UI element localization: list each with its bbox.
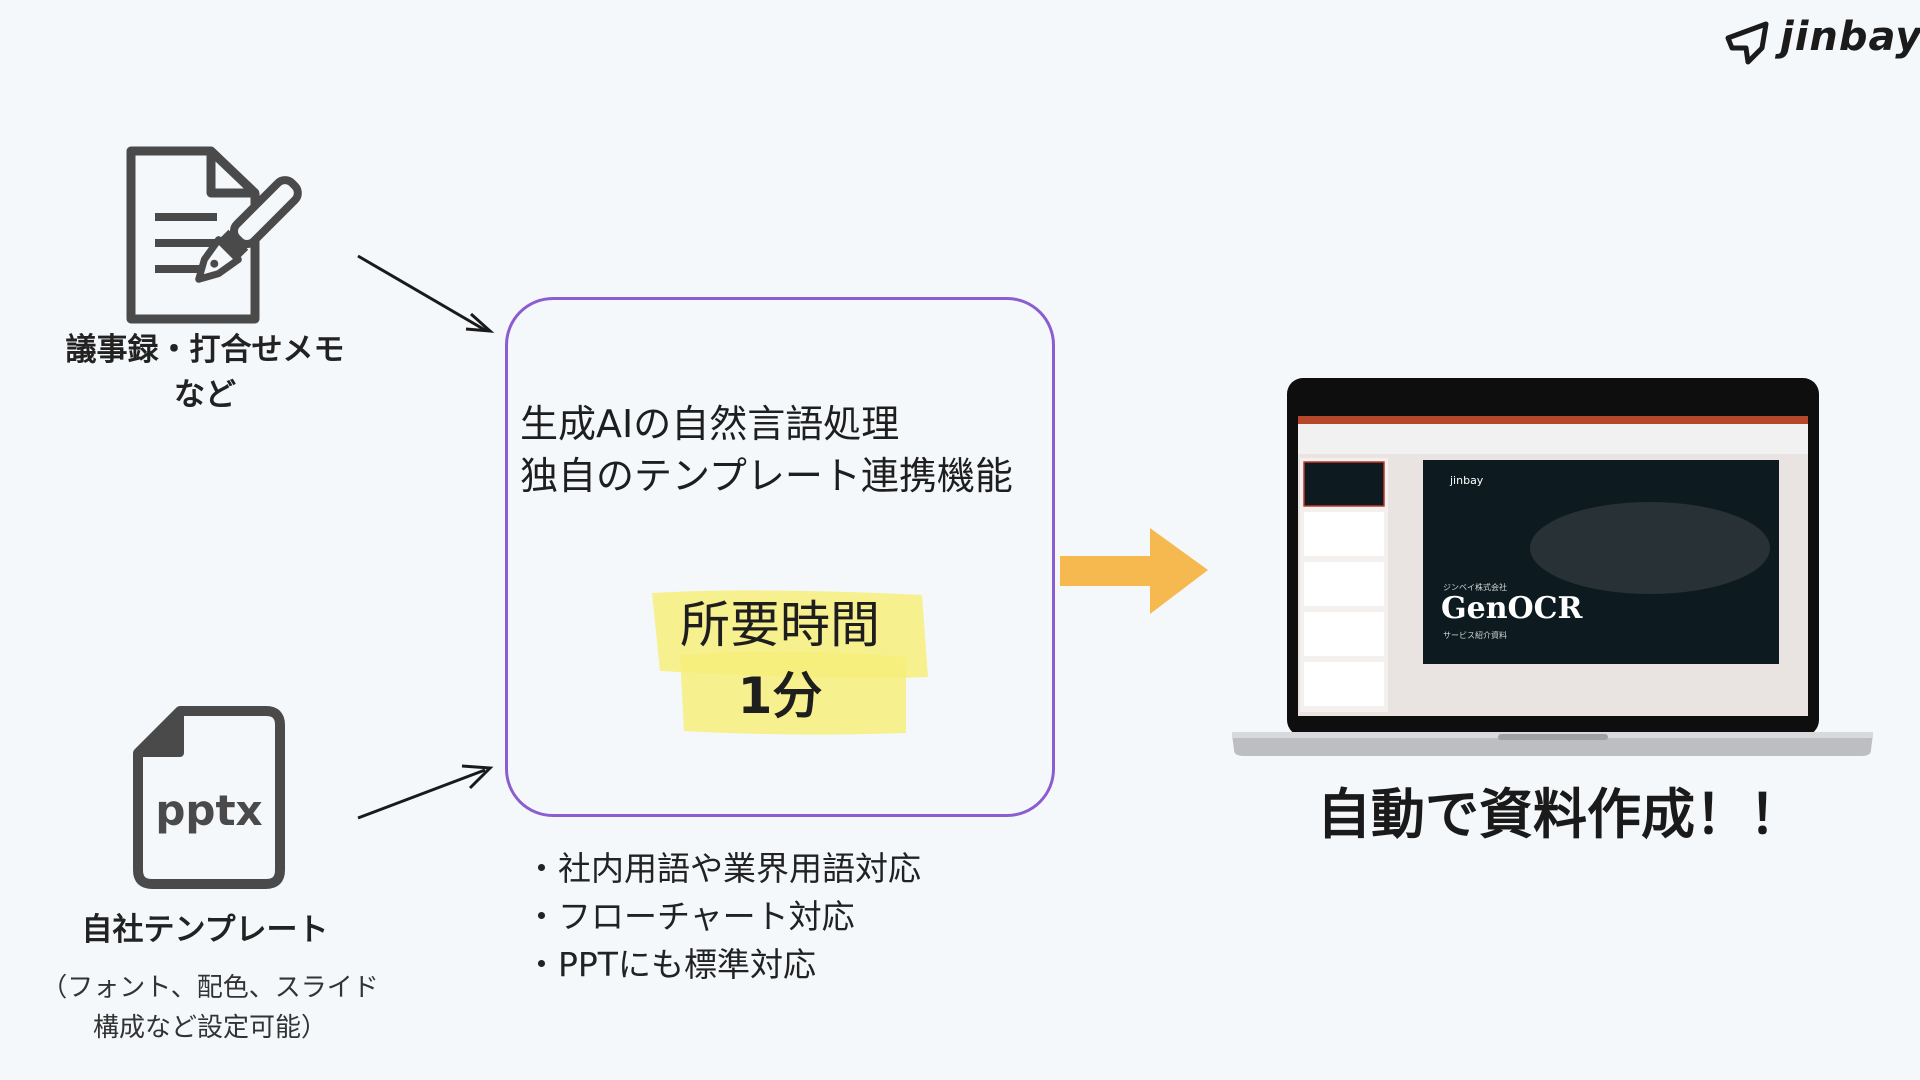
- arrow-minutes-to-process: [357, 254, 486, 332]
- jinbay-logo-text: jinbay: [1780, 14, 1920, 60]
- pptx-file-icon: pptx: [133, 706, 285, 889]
- feature-template-link: 独自のテンプレート連携機能: [520, 454, 1013, 498]
- laptop-notch: [1498, 734, 1608, 740]
- time-highlight: [652, 590, 928, 735]
- ppt-thumb-3: [1304, 562, 1384, 606]
- feature-nlp: 生成AIの自然言語処理: [520, 402, 900, 446]
- jinbay-logo: [1725, 21, 1769, 65]
- minutes-label: 議事録・打合せメモ など: [40, 328, 370, 418]
- slide-brand: jinbay: [1449, 474, 1484, 487]
- bullet-flowchart: ・フローチャート対応: [525, 897, 855, 936]
- template-note: （フォント、配色、スライド 構成など設定可能）: [20, 968, 400, 1048]
- ppt-titlebar: [1298, 416, 1808, 424]
- result-label: 自動で資料作成！！: [1317, 783, 1803, 846]
- time-label: 所要時間: [680, 596, 880, 654]
- bullet-ppt-support: ・PPTにも標準対応: [525, 945, 816, 984]
- arrow-minutes-head: [465, 312, 495, 333]
- ppt-thumb-5: [1304, 662, 1384, 706]
- document-pen-icon: [126, 146, 302, 324]
- minutes-label-line2: など: [174, 377, 236, 413]
- template-note-line1: （フォント、配色、スライド: [41, 973, 379, 1003]
- time-value: 1分: [737, 667, 823, 725]
- ppt-thumb-1: [1303, 461, 1385, 507]
- minutes-label-line1: 議事録・打合せメモ: [65, 332, 345, 368]
- template-label: 自社テンプレート: [81, 912, 329, 948]
- arrow-template-head: [461, 764, 494, 790]
- arrow-process-to-output: [1060, 528, 1208, 614]
- arrow-template-to-process: [357, 768, 486, 820]
- slide-shark-image: [1530, 502, 1770, 594]
- ppt-thumb-4: [1304, 612, 1384, 656]
- slide-subtitle: サービス紹介資料: [1443, 630, 1507, 640]
- slide-title: GenOCR: [1441, 591, 1584, 626]
- template-note-line2: 構成など設定可能）: [92, 1013, 327, 1043]
- bullet-terminology: ・社内用語や業界用語対応: [525, 849, 921, 888]
- ppt-thumb-2: [1304, 512, 1384, 556]
- laptop-illustration: jinbay ジンベイ株式会社 GenOCR サービス紹介資料: [1232, 378, 1873, 756]
- jinbay-logo-icon: [1725, 21, 1769, 65]
- ppt-ribbon: [1298, 424, 1808, 454]
- pptx-icon-text: pptx: [155, 786, 262, 835]
- slide-company: ジンベイ株式会社: [1443, 582, 1507, 592]
- laptop-base: [1232, 734, 1873, 756]
